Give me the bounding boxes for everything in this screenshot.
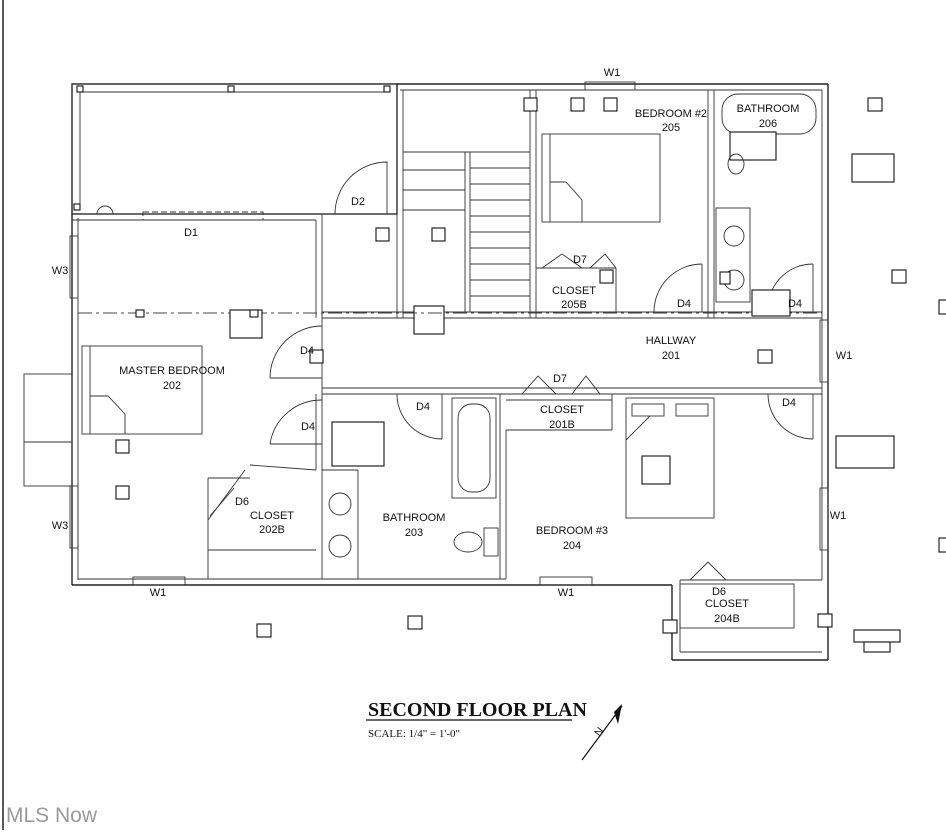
plan-title: SECOND FLOOR PLAN <box>368 699 587 721</box>
balcony <box>71 83 398 215</box>
hallway-number: 201 <box>662 350 680 362</box>
closet202b-label: CLOSET <box>250 510 294 522</box>
window-openings <box>69 81 829 586</box>
master-bedroom-number: 202 <box>163 380 181 392</box>
tag-d6-closet202b: D6 <box>235 496 249 508</box>
bedroom2-label: BEDROOM #2 <box>635 108 707 120</box>
bedroom3-number: 204 <box>563 540 581 552</box>
tag-d7-closet201b: D7 <box>553 373 567 385</box>
bathroom203-number: 203 <box>405 527 423 539</box>
plan-scale: SCALE: 1/4" = 1'-0" <box>368 728 460 740</box>
north-label: N <box>592 725 606 739</box>
tag-d1: D1 <box>184 227 198 239</box>
tag-d4-bedroom3: D4 <box>782 397 796 409</box>
interior-walls <box>72 90 822 579</box>
watermark: MLS Now <box>6 804 98 827</box>
bedroom2-number: 205 <box>662 122 680 134</box>
tag-d4-bedroom2: D4 <box>677 298 691 310</box>
bathroom206-label: BATHROOM <box>737 103 800 115</box>
bathroom206-number: 206 <box>759 118 777 130</box>
closet201b-label: CLOSET <box>540 404 584 416</box>
tag-w3-upper: W3 <box>52 265 69 277</box>
door-swings <box>209 161 814 581</box>
bedroom3-bed <box>625 397 715 519</box>
tag-d6-closet204b: D6 <box>712 586 726 598</box>
tag-d4-bath206: D4 <box>788 298 802 310</box>
bathroom206-fixtures <box>715 93 817 317</box>
tag-w1-top: W1 <box>604 67 621 79</box>
bedroom2-bed <box>541 133 661 223</box>
closet205b-label: CLOSET <box>552 285 596 297</box>
bathroom203-label: BATHROOM <box>383 512 446 524</box>
tag-w1-right-lower: W1 <box>830 510 847 522</box>
tag-w1-bottom-mid: W1 <box>558 587 575 599</box>
closet201b-number: 201B <box>549 419 575 431</box>
staircase <box>403 151 530 335</box>
closet205b-number: 205B <box>561 299 587 311</box>
master-bed <box>81 345 203 454</box>
title-block: SECOND FLOOR PLAN SCALE: 1/4" = 1'-0" <box>366 699 587 740</box>
room-labels: MASTER BEDROOM 202 BEDROOM #2 205 BATHRO… <box>119 103 799 625</box>
tag-d7-closet205b: D7 <box>573 254 587 266</box>
bathroom203-fixtures <box>328 397 499 558</box>
tag-w1-bottom-left: W1 <box>150 587 167 599</box>
north-arrow-icon: N <box>581 704 623 761</box>
tag-w3-lower: W3 <box>52 520 69 532</box>
bedroom3-label: BEDROOM #3 <box>536 525 608 537</box>
tag-d4-bath203: D4 <box>416 401 430 413</box>
opening-tags: D1 D2 D4 D4 D4 D4 D4 D4 D6 D6 D7 D7 W1 W… <box>52 67 853 599</box>
closet204b-label: CLOSET <box>705 598 749 610</box>
master-bedroom-label: MASTER BEDROOM <box>119 365 225 377</box>
tag-w1-right-upper: W1 <box>836 350 853 362</box>
fixture-markers <box>23 97 946 653</box>
hallway-label: HALLWAY <box>646 335 697 347</box>
tag-d4-master-lower: D4 <box>301 421 315 433</box>
tag-d2: D2 <box>351 196 365 208</box>
tag-d4-master-upper: D4 <box>300 345 314 357</box>
closet202b-number: 202B <box>259 524 285 536</box>
closet204b-number: 204B <box>714 613 740 625</box>
